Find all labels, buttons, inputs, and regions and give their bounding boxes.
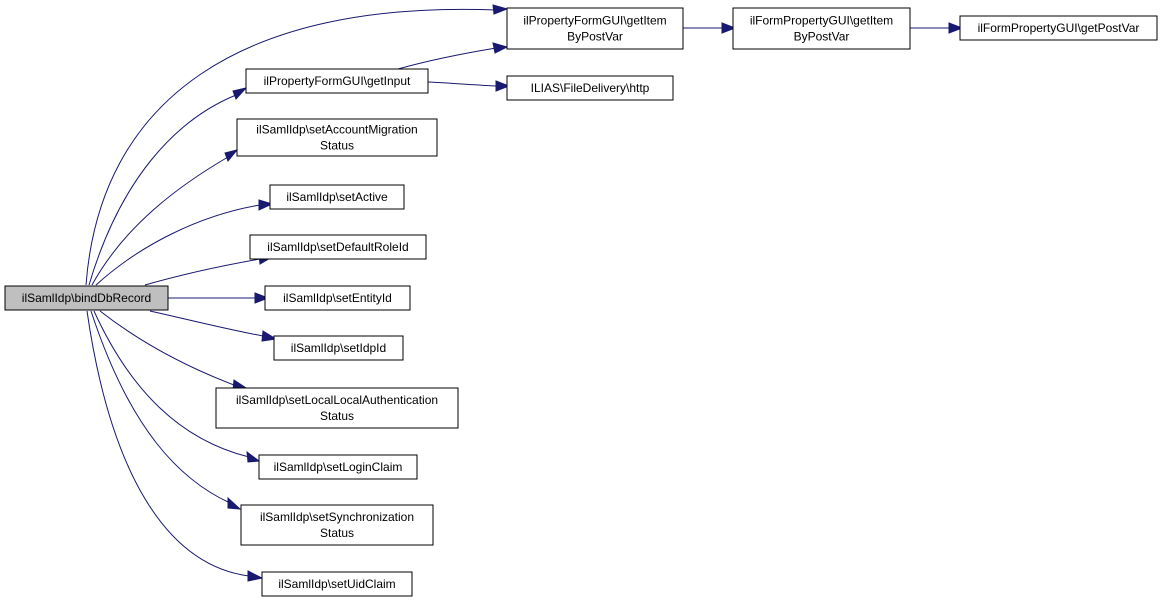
node-set-idp-id[interactable]: ilSamlIdp\setIdpId — [273, 335, 404, 361]
arrowhead-icon — [721, 22, 737, 34]
node-set-uid-claim[interactable]: ilSamlIdp\setUidClaim — [261, 571, 413, 597]
arrowhead-icon — [246, 450, 261, 463]
arrowhead-icon — [492, 4, 509, 15]
node-file-delivery-http[interactable]: ILIAS\FileDelivery\http — [506, 75, 674, 101]
edge-line — [99, 310, 235, 386]
node-label-line: ilSamlIdp\setDefaultRoleId — [267, 240, 408, 254]
node-box — [258, 454, 418, 480]
node-box — [245, 68, 429, 94]
node-box — [506, 75, 674, 101]
edge-root-to-set-uid-claim — [86, 310, 264, 582]
edge-line — [90, 310, 231, 504]
nodes-layer: ilSamlIdp\bindDbRecord ilPropertyFormGUI\… — [4, 7, 1158, 597]
node-root[interactable]: ilSamlIdp\bindDbRecord — [4, 285, 169, 311]
arrowhead-icon — [261, 330, 278, 342]
edge-line — [144, 258, 261, 286]
node-get-input[interactable]: ilPropertyFormGUI\getInput — [245, 68, 429, 94]
node-label-line: Status — [320, 409, 354, 423]
node-set-default-role-id[interactable]: ilSamlIdp\setDefaultRoleId — [249, 234, 427, 260]
edge-root-to-get-item-by-post-var — [85, 4, 509, 286]
node-box — [236, 118, 438, 157]
edge-root-to-set-entity-id — [168, 292, 270, 304]
arrowhead-icon — [948, 22, 964, 34]
node-set-entity-id[interactable]: ilSamlIdp\setEntityId — [264, 285, 411, 311]
edge-root-to-set-account-migration-status — [91, 149, 239, 286]
arrowhead-icon — [492, 42, 509, 54]
node-box — [249, 234, 427, 260]
node-box — [264, 285, 411, 311]
node-set-login-claim[interactable]: ilSamlIdp\setLoginClaim — [258, 454, 418, 480]
arrowhead-icon — [247, 570, 264, 582]
edge-line — [85, 8, 498, 286]
node-label-line: ILIAS\FileDelivery\http — [531, 81, 650, 95]
arrowhead-icon — [224, 149, 239, 162]
edge-line — [91, 156, 229, 286]
node-label-line: ilSamlIdp\setIdpId — [291, 341, 386, 355]
node-label-line: ilSamlIdp\setEntityId — [283, 291, 392, 305]
node-label-line: ilSamlIdp\setLocalLocalAuthentication — [236, 393, 438, 407]
node-label-line: ByPostVar — [794, 30, 850, 44]
node-box — [732, 7, 911, 50]
node-box — [506, 7, 684, 50]
edge-root-to-set-active — [95, 199, 274, 286]
edge-line — [149, 310, 264, 337]
edge-line — [86, 310, 250, 577]
node-label-line: ilFormPropertyGUI\getItem — [750, 14, 893, 28]
edge-root-to-set-local-local-authentication-status — [99, 310, 248, 391]
node-label-line: ilSamlIdp\setAccountMigration — [256, 123, 417, 137]
node-label-line: ilSamlIdp\setLoginClaim — [274, 460, 403, 474]
arrowhead-icon — [258, 199, 274, 211]
node-box — [959, 15, 1158, 41]
edge-get-input-to-get-item-by-post-var — [397, 42, 509, 70]
node-label-line: ByPostVar — [567, 30, 623, 44]
edge-line — [93, 310, 250, 458]
edge-line — [88, 94, 237, 286]
arrowhead-icon — [232, 87, 248, 100]
node-label-line: ilSamlIdp\setSynchronization — [260, 510, 414, 524]
node-set-local-local-authentication-status[interactable]: ilSamlIdp\setLocalLocalAuthenticationSta… — [215, 387, 459, 429]
node-get-post-var[interactable]: ilFormPropertyGUI\getPostVar — [959, 15, 1158, 41]
edge-line — [427, 81, 497, 87]
node-label-line: ilFormPropertyGUI\getPostVar — [978, 21, 1140, 35]
arrowhead-icon — [227, 496, 242, 510]
node-box — [273, 335, 404, 361]
node-set-active[interactable]: ilSamlIdp\setActive — [269, 184, 405, 210]
node-label-line: ilSamlIdp\bindDbRecord — [22, 291, 151, 305]
node-box — [4, 285, 169, 311]
edge-line — [95, 204, 261, 286]
node-label-line: ilSamlIdp\setUidClaim — [278, 577, 395, 591]
edge-get-item-by-post-var-to-form-property-get-item — [683, 22, 737, 34]
node-box — [215, 387, 459, 429]
edge-root-to-set-idp-id — [149, 310, 278, 342]
arrowhead-icon — [495, 80, 511, 92]
node-label-line: ilPropertyFormGUI\getInput — [264, 74, 411, 88]
arrowhead-icon — [254, 292, 270, 304]
edge-root-to-set-login-claim — [93, 310, 261, 463]
edge-root-to-set-synchronization-status — [90, 310, 242, 510]
node-box — [240, 504, 434, 546]
node-label-line: Status — [320, 526, 354, 540]
node-label-line: Status — [320, 139, 354, 153]
node-box — [269, 184, 405, 210]
node-label-line: ilSamlIdp\setActive — [286, 190, 388, 204]
edge-form-property-get-item-to-get-post-var — [910, 22, 964, 34]
node-label-line: ilPropertyFormGUI\getItem — [523, 14, 666, 28]
edge-get-input-to-file-delivery-http — [427, 80, 511, 92]
edge-root-to-get-input — [88, 87, 248, 286]
node-box — [261, 571, 413, 597]
edge-line — [397, 47, 497, 70]
